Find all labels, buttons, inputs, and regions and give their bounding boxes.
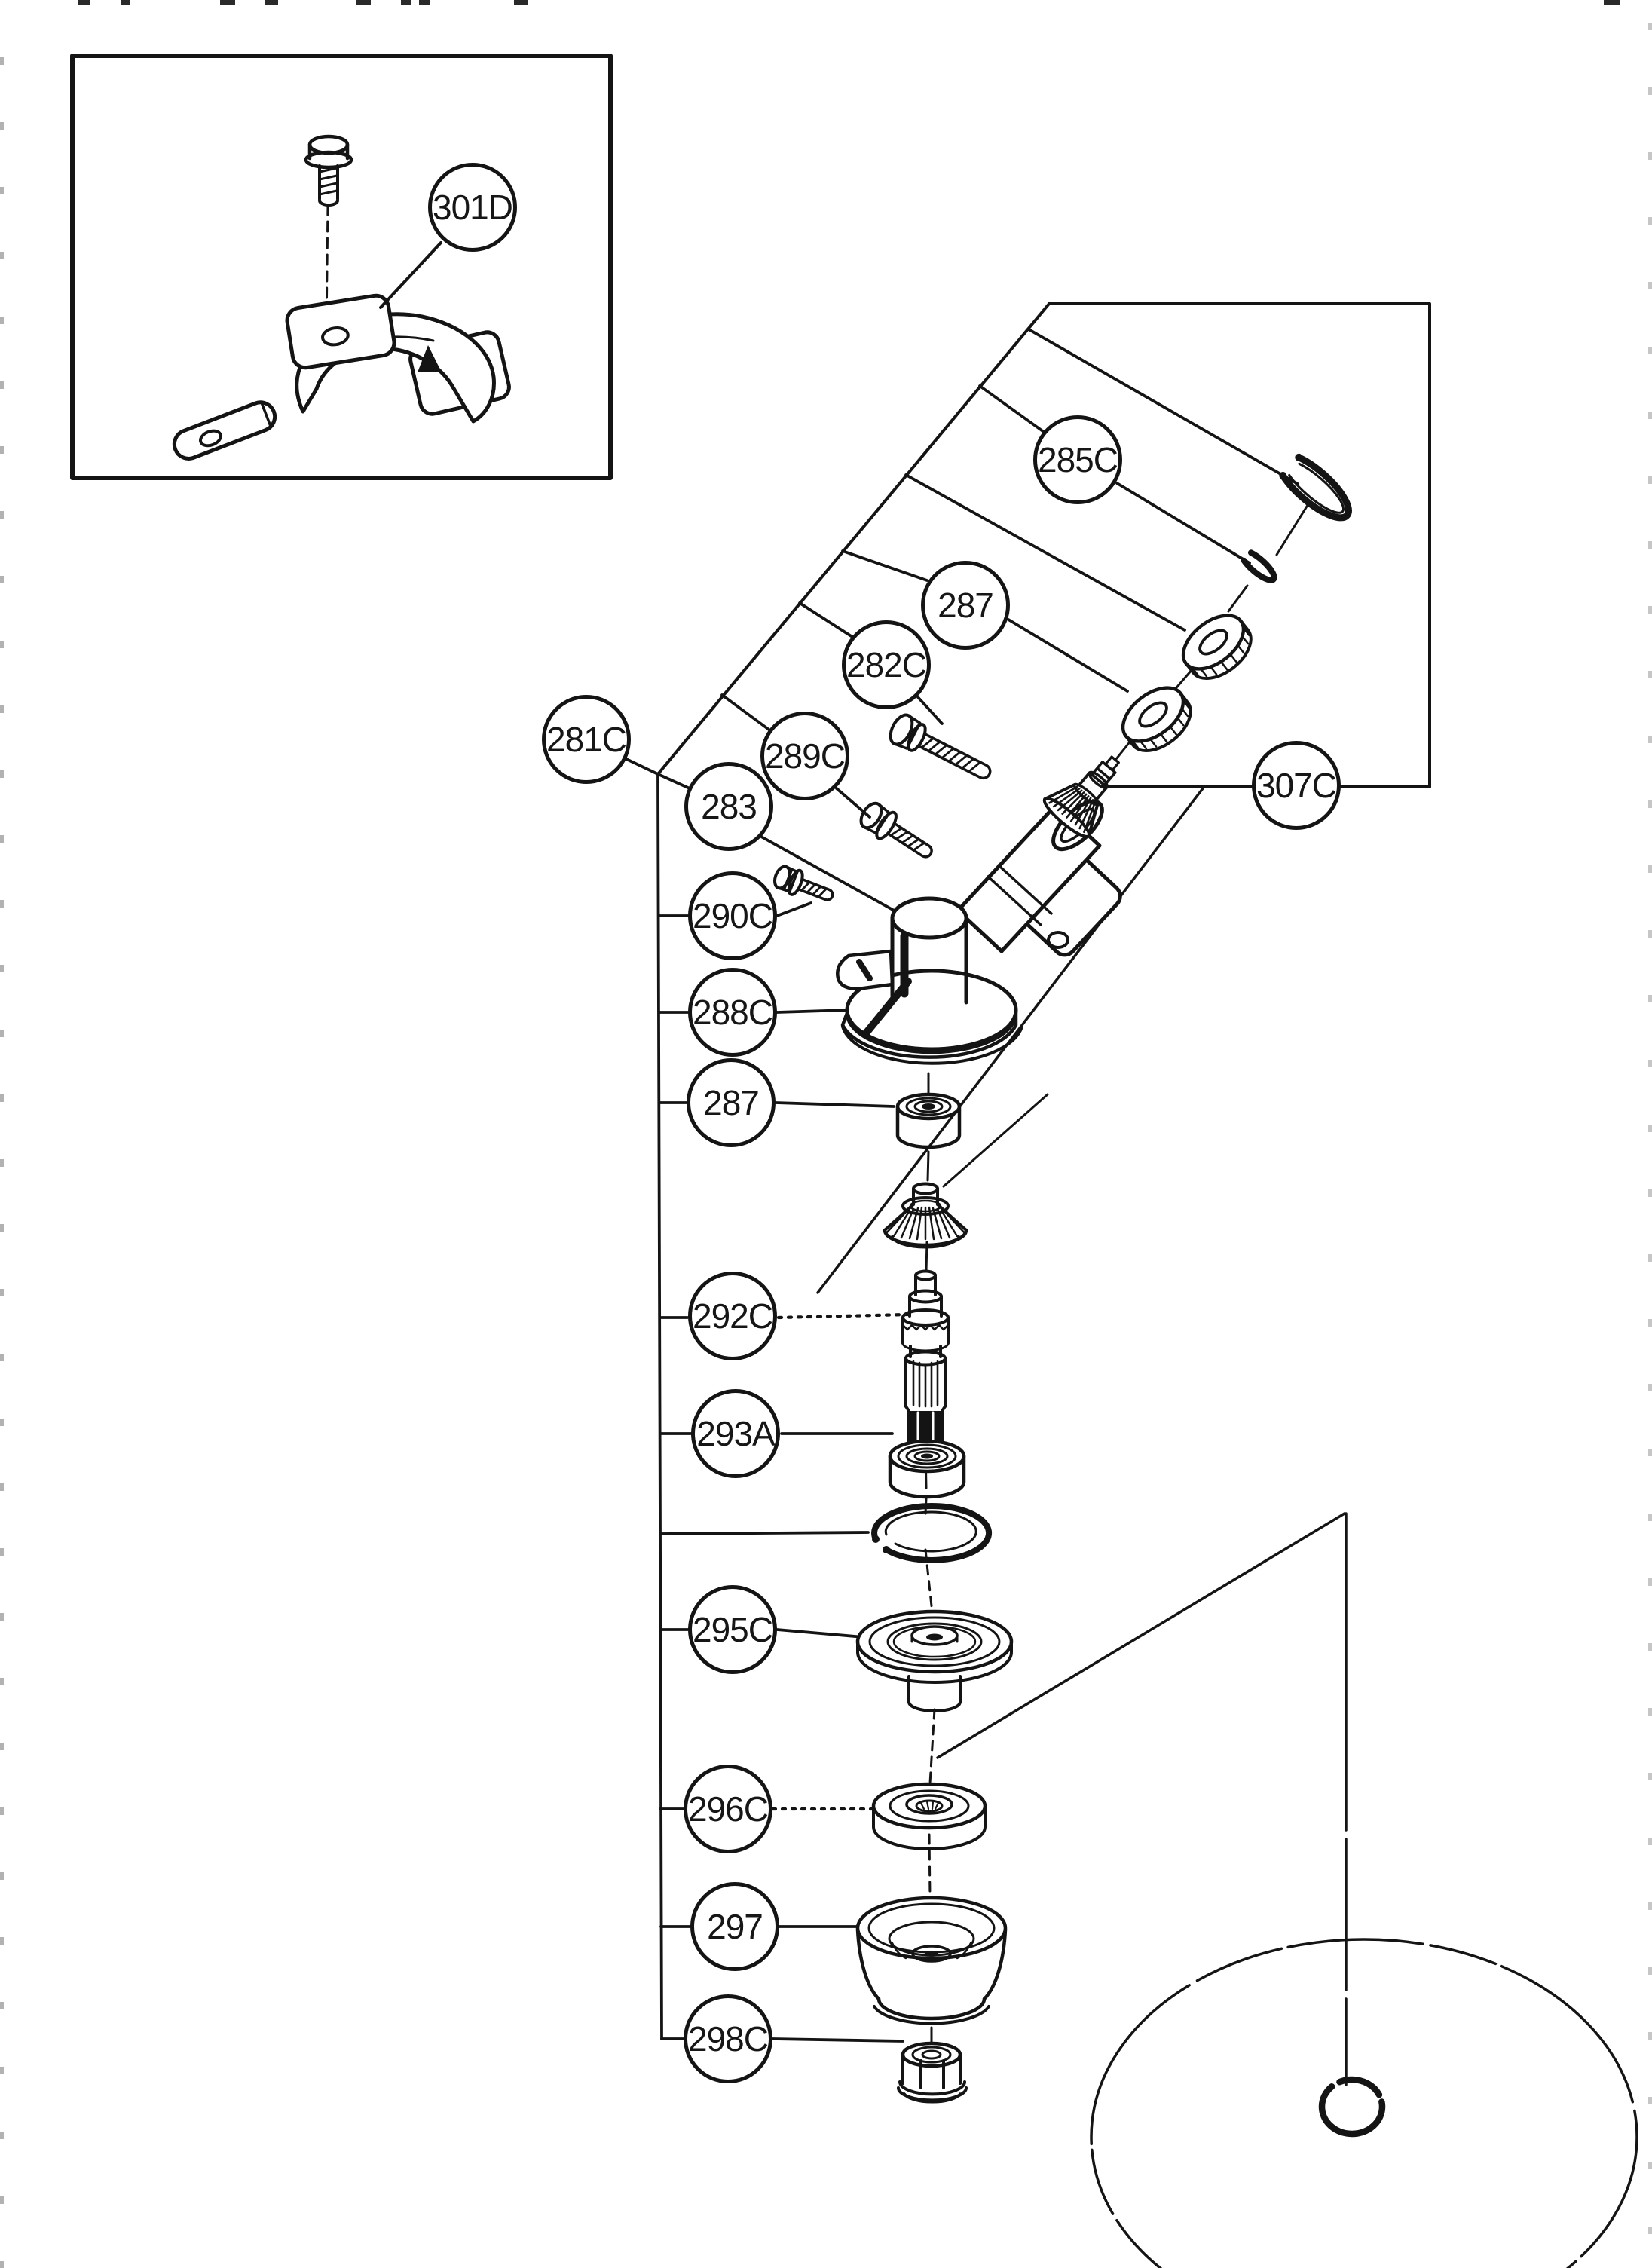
- ball-bearing-293A: [888, 1439, 966, 1499]
- gear-shaft-292C: [901, 1269, 950, 1453]
- callout-307C-label: 307C: [1256, 766, 1337, 805]
- left-edge-scan-marks: [0, 0, 4, 2268]
- callout-282C: 282C: [842, 620, 931, 709]
- callout-288C: 288C: [688, 968, 777, 1057]
- callout-296C-label: 296C: [688, 1789, 769, 1829]
- right-edge-scan-marks: [1648, 0, 1652, 2268]
- balloon-leaders: [625, 328, 1299, 914]
- lock-nut-298C: [897, 2041, 968, 2104]
- wave-washer-285C: [1241, 549, 1277, 583]
- callout-293A: 293A: [691, 1389, 780, 1478]
- page-top-artifacts: [78, 0, 1620, 5]
- bevel-gear: [883, 1182, 968, 1249]
- blade-disc: [1090, 1938, 1638, 2268]
- ball-bearing-upper-2: [1121, 686, 1192, 753]
- callout-301D: 301D: [428, 163, 517, 252]
- clamp-bolt-290C: [773, 865, 834, 901]
- callout-297: 297: [690, 1882, 779, 1971]
- callout-288C-label: 288C: [693, 993, 773, 1032]
- inset-box: [70, 54, 613, 480]
- callout-283-label: 283: [701, 787, 757, 826]
- callout-spine: [656, 773, 870, 2040]
- callout-293A-label: 293A: [696, 1414, 775, 1453]
- callout-292C: 292C: [688, 1272, 777, 1360]
- snap-ring-285C: [1279, 453, 1352, 522]
- inset-bracket: [172, 293, 511, 461]
- pulley-washer-295C: [855, 1609, 1014, 1712]
- callout-281C-label: 281C: [546, 720, 627, 759]
- callout-283: 283: [684, 762, 773, 851]
- callout-289C: 289C: [760, 712, 849, 800]
- callout-287-upper: 287: [921, 561, 1010, 650]
- pinion-gear-307C: [1042, 755, 1120, 838]
- part-leader-lines: [770, 901, 910, 2043]
- callout-296C: 296C: [684, 1765, 772, 1853]
- callout-297-label: 297: [707, 1907, 763, 1946]
- callout-287-lower-label: 287: [703, 1083, 760, 1122]
- callout-287-lower: 287: [687, 1058, 776, 1147]
- thrust-washer-296C: [871, 1782, 987, 1850]
- callout-298C-label: 298C: [688, 2019, 769, 2058]
- callout-301D-label: 301D: [433, 188, 513, 227]
- assembly-group-outline: [656, 302, 1431, 788]
- callout-282C-label: 282C: [846, 645, 927, 684]
- callout-285C: 285C: [1033, 415, 1122, 504]
- ball-bearing-287: [895, 1092, 962, 1149]
- callout-295C-label: 295C: [693, 1610, 773, 1649]
- inset-callout-leader: [379, 241, 442, 309]
- snap-ring-circlip: [871, 1502, 993, 1563]
- ball-bearing-upper-1: [1181, 614, 1253, 681]
- callout-287-upper-label: 287: [938, 586, 994, 625]
- callout-307C: 307C: [1252, 741, 1341, 830]
- callout-285C-label: 285C: [1038, 440, 1118, 479]
- reference-leaders: [816, 787, 1348, 2086]
- screw-289C: [859, 801, 933, 859]
- callout-290C: 290C: [688, 871, 777, 960]
- callout-281C: 281C: [542, 695, 631, 784]
- callout-295C: 295C: [688, 1585, 777, 1674]
- callout-290C-label: 290C: [693, 896, 773, 935]
- blade-holder-cup-297: [855, 1896, 1008, 2025]
- gear-housing: [836, 799, 1122, 1065]
- screw-282C: [889, 713, 992, 780]
- callout-289C-label: 289C: [765, 736, 846, 776]
- callout-298C: 298C: [684, 1994, 772, 2083]
- callout-292C-label: 292C: [693, 1296, 773, 1336]
